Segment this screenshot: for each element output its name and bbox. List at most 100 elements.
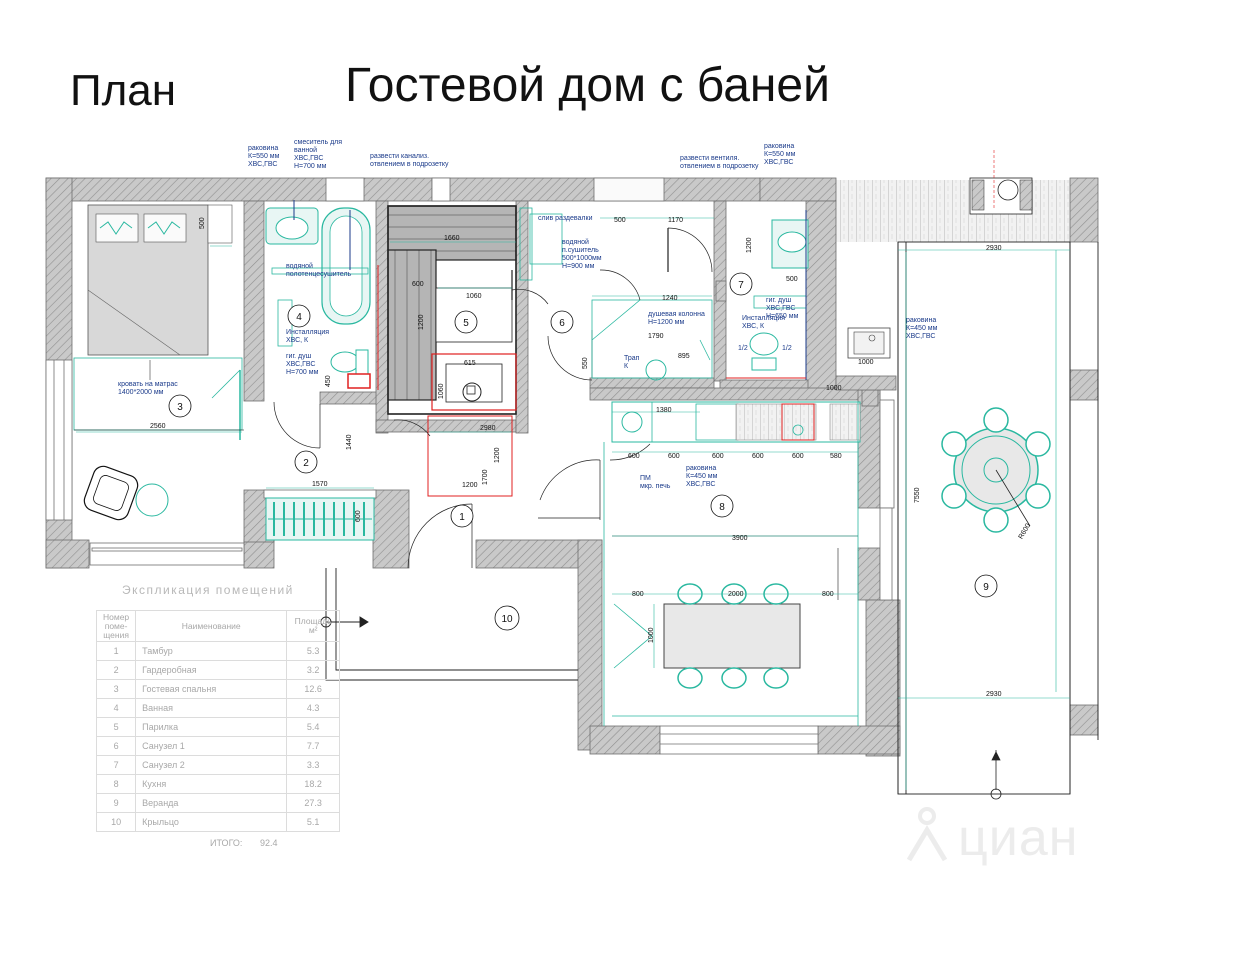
svg-text:1200: 1200 <box>746 237 753 253</box>
sofa-chair-icon <box>83 465 139 521</box>
svg-text:500: 500 <box>614 217 626 224</box>
svg-text:R600: R600 <box>1018 522 1032 540</box>
room-area-cell: 5.3 <box>286 641 341 661</box>
svg-text:1000: 1000 <box>826 385 842 392</box>
room-number-9: 9 <box>974 574 998 598</box>
svg-text:500: 500 <box>786 276 798 283</box>
svg-text:4: 4 <box>296 312 302 323</box>
svg-text:450: 450 <box>325 375 332 387</box>
room-area-cell: 27.3 <box>286 793 341 813</box>
svg-text:1000: 1000 <box>858 359 874 366</box>
svg-text:3: 3 <box>177 402 183 413</box>
room-name-cell: Крыльцо <box>135 812 288 832</box>
svg-text:1: 1 <box>459 512 465 523</box>
section-arrow <box>990 750 1002 800</box>
sanuzel-2 <box>726 150 1033 380</box>
room-number-5: 5 <box>454 310 478 334</box>
svg-text:2930: 2930 <box>986 245 1002 252</box>
svg-text:600: 600 <box>668 453 680 460</box>
svg-text:2980: 2980 <box>480 425 496 432</box>
bedroom <box>73 204 244 521</box>
svg-text:1200: 1200 <box>462 482 478 489</box>
svg-text:1380: 1380 <box>656 407 672 414</box>
porch-outline <box>320 568 578 681</box>
sanuzel-1 <box>519 207 713 381</box>
room-area-cell: 4.3 <box>286 698 341 718</box>
room-name-cell: Гардеробная <box>135 660 288 680</box>
svg-text:580: 580 <box>830 453 842 460</box>
watermark: циан <box>958 809 1079 867</box>
room-number-cell: 10 <box>95 812 137 832</box>
veranda-deck <box>836 180 1098 242</box>
svg-text:1700: 1700 <box>482 469 489 485</box>
total-label: ИТОГО: <box>210 838 243 848</box>
room-area-cell: 5.1 <box>286 812 341 832</box>
svg-text:1060: 1060 <box>438 383 445 399</box>
round-table-icon <box>941 407 1051 533</box>
svg-text:2930: 2930 <box>986 691 1002 698</box>
toilet-icon <box>330 349 369 375</box>
svg-text:1200: 1200 <box>494 447 501 463</box>
svg-text:1060: 1060 <box>466 293 482 300</box>
total-value: 92.4 <box>260 838 278 848</box>
svg-text:2: 2 <box>303 458 309 469</box>
room-name-cell: Парилка <box>135 717 288 737</box>
room-number-10: 10 <box>494 605 520 631</box>
svg-text:8: 8 <box>719 502 725 513</box>
header-name: Наименование <box>135 610 288 642</box>
bathroom <box>265 200 379 449</box>
svg-text:1660: 1660 <box>444 235 460 242</box>
svg-text:1000: 1000 <box>648 627 655 643</box>
room-numbers: 3 4 2 5 6 7 1 8 9 10 <box>168 272 998 631</box>
note-boiler: развести канализ.отвлением в подрозетку <box>370 153 449 168</box>
watermark-logo-icon <box>906 807 948 862</box>
room-number-3: 3 <box>168 394 192 418</box>
svg-text:600: 600 <box>412 281 424 288</box>
sink-icon <box>847 327 891 359</box>
room-area-cell: 12.6 <box>286 679 341 699</box>
svg-text:2560: 2560 <box>150 423 166 430</box>
svg-text:895: 895 <box>678 353 690 360</box>
room-number-cell: 9 <box>95 793 137 813</box>
room-number-8: 8 <box>710 494 734 518</box>
svg-text:10: 10 <box>501 614 513 625</box>
svg-text:1440: 1440 <box>346 434 353 450</box>
windows <box>45 177 895 755</box>
svg-text:800: 800 <box>632 591 644 598</box>
sauna <box>387 205 549 497</box>
plan-label: План <box>70 66 177 115</box>
room-area-cell: 7.7 <box>286 736 341 756</box>
svg-text:6: 6 <box>559 318 565 329</box>
svg-text:600: 600 <box>752 453 764 460</box>
svg-text:1170: 1170 <box>668 217 683 224</box>
svg-text:600: 600 <box>792 453 804 460</box>
room-number-cell: 2 <box>95 660 137 680</box>
room-name-cell: Санузел 1 <box>135 736 288 756</box>
room-area-cell: 3.3 <box>286 755 341 775</box>
svg-text:600: 600 <box>712 453 724 460</box>
dining-table-icon <box>663 583 801 689</box>
room-name-cell: Тамбур <box>135 641 288 661</box>
note-vent: развести вентиля.отвлением в подрозетку <box>680 155 759 170</box>
room-number-cell: 6 <box>95 736 137 756</box>
